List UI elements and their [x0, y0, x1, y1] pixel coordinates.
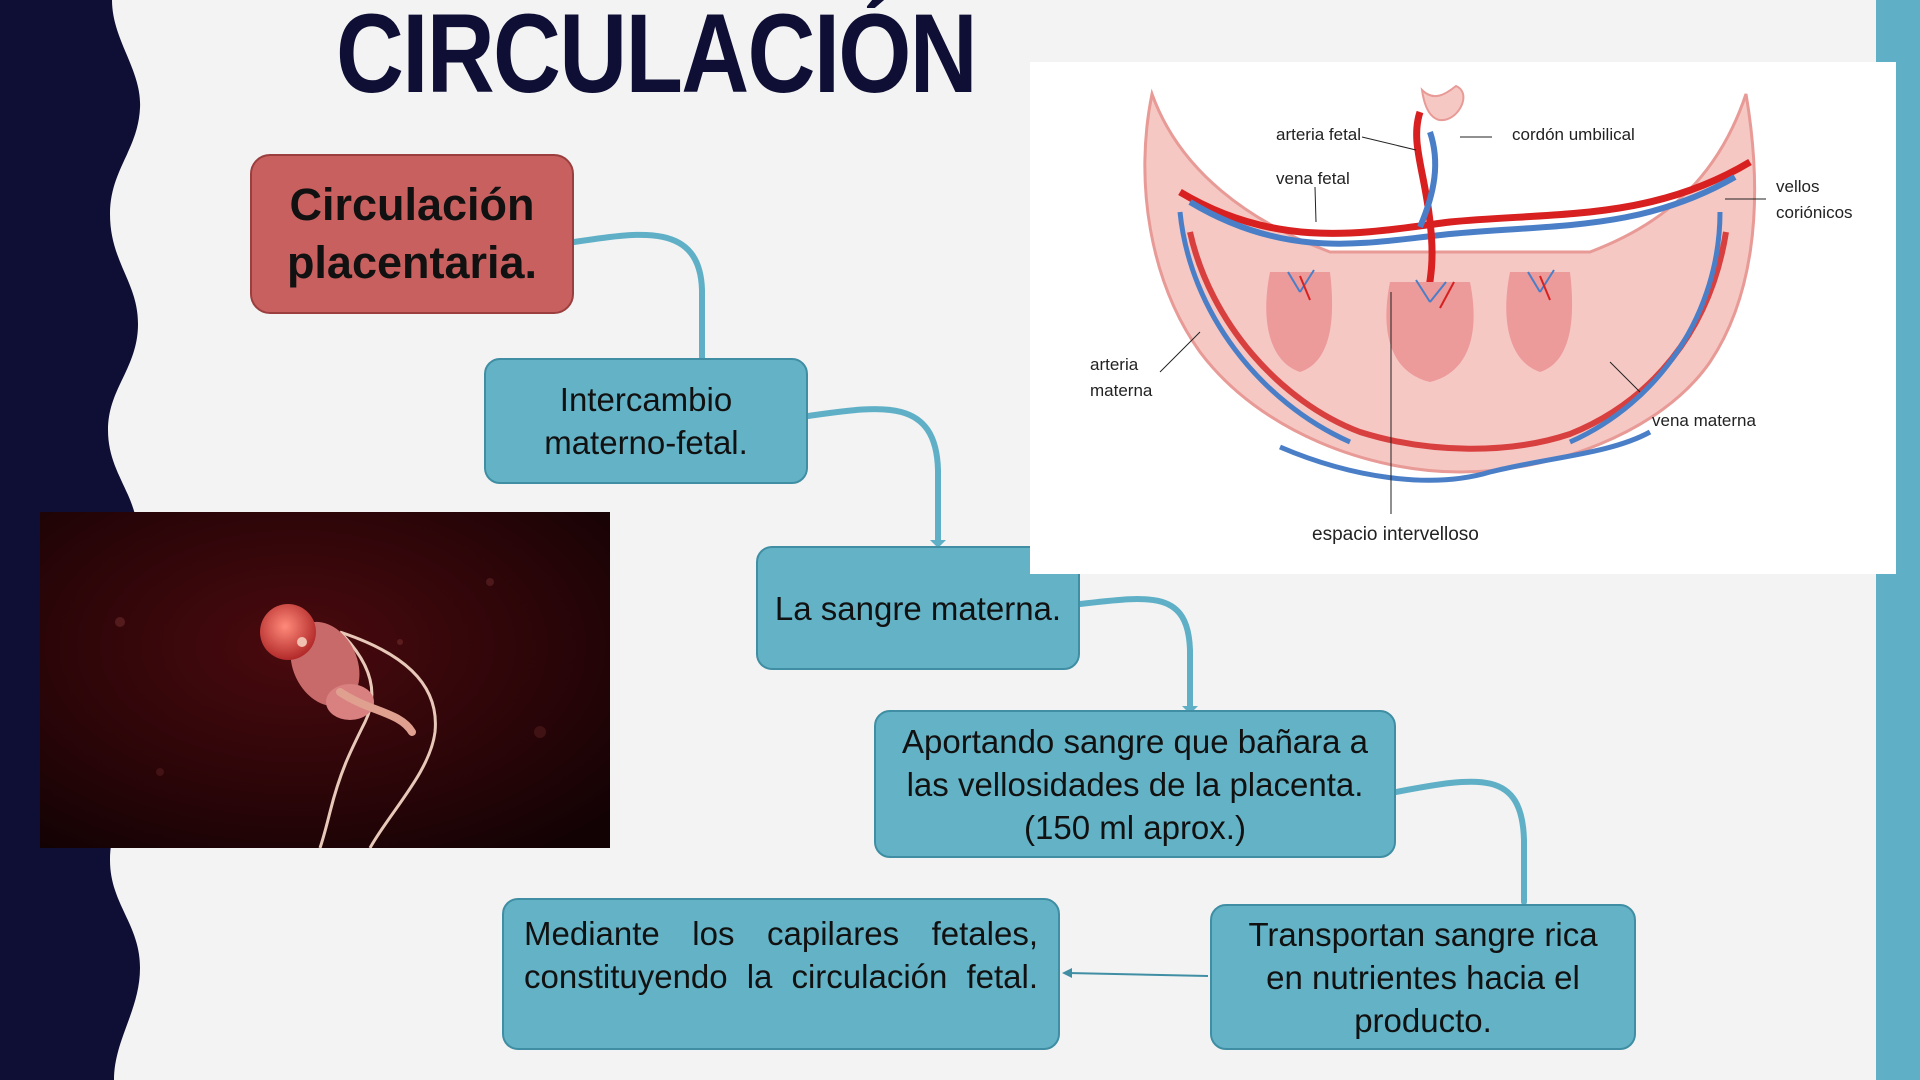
connector-2 — [805, 406, 941, 543]
label-materna: materna — [1090, 381, 1153, 400]
transportan-box: Transportan sangre rica en nutrientes ha… — [1210, 904, 1636, 1050]
page-title: CIRCULACIÓN — [336, 0, 978, 116]
mediante-box: Mediante los capilares fetales, constitu… — [502, 898, 1060, 1050]
aportando-box: Aportando sangre que bañara a las vellos… — [874, 710, 1396, 858]
circulacion-placentaria-box: Circulación placentaria. — [250, 154, 574, 314]
intercambio-box: Intercambio materno-fetal. — [484, 358, 808, 484]
connector-3 — [1077, 596, 1193, 709]
label-arteria: arteria — [1090, 355, 1139, 374]
label-espacio-intervelloso: espacio intervelloso — [1312, 524, 1479, 545]
label-cordon-umbilical: cordón umbilical — [1512, 125, 1635, 144]
label-vellos: vellos — [1776, 177, 1820, 196]
sangre-materna-box: La sangre materna. — [756, 546, 1080, 670]
connector-5-arrowhead — [1062, 968, 1072, 978]
placenta-diagram: arteria fetal cordón umbilical vena feta… — [1030, 62, 1896, 574]
connector-4 — [1393, 778, 1527, 905]
label-vena-fetal: vena fetal — [1276, 169, 1350, 188]
mediante-text: Mediante los capilares fetales, constitu… — [524, 915, 1038, 995]
connector-1 — [571, 231, 705, 361]
connector-5 — [1067, 972, 1209, 977]
label-corionicos: coriónicos — [1776, 203, 1853, 222]
fetus-image — [40, 512, 610, 848]
label-arteria-fetal: arteria fetal — [1276, 125, 1362, 144]
label-vena-materna: vena materna — [1652, 411, 1756, 430]
placenta-illustration — [1143, 84, 1766, 514]
